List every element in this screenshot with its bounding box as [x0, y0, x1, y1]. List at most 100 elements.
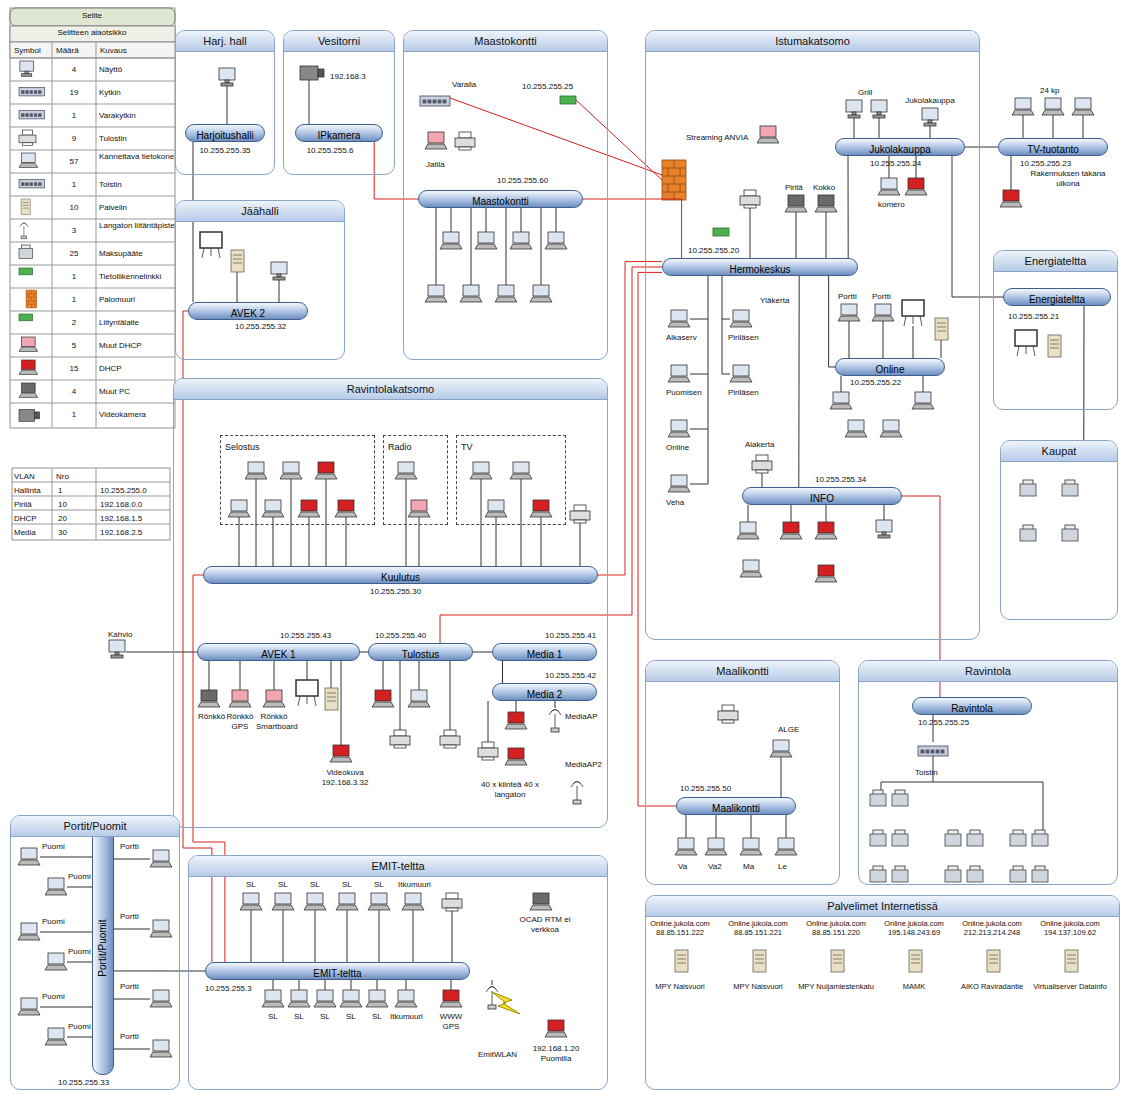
icon-part: [530, 297, 552, 302]
icon-part: [460, 297, 482, 302]
device-label: Streaming ANVIA: [686, 133, 748, 143]
pos-icon: [1010, 830, 1026, 846]
device-label: Online.jukola.com 195.148.243.69: [876, 919, 952, 937]
network-link: [583, 199, 682, 258]
icon-part: [317, 990, 333, 1001]
legend-text: Varakytkin: [99, 111, 175, 121]
legend-text: Toistin: [99, 180, 175, 190]
icon-part: [228, 512, 250, 517]
laptop-icon: [485, 500, 507, 517]
icon-part: [475, 244, 497, 249]
laptop-icon: [912, 392, 934, 409]
device-label: Va: [678, 862, 687, 872]
icon-part: [904, 316, 922, 326]
pc-icon: [922, 108, 938, 126]
icon-part: [740, 850, 762, 855]
icon-part: [21, 848, 37, 859]
laptop-icon: [905, 178, 927, 195]
device-label: AIKO Raviradantie: [954, 982, 1030, 991]
icon-part: [150, 932, 172, 937]
laptop-icon: [545, 1020, 567, 1037]
legend-text: Palvelin: [99, 203, 175, 213]
icon-part: [327, 693, 336, 701]
device-wire: [256, 479, 257, 566]
srv-icon: [231, 250, 244, 272]
device-label: Grill: [858, 88, 872, 98]
laptop-icon: [545, 232, 567, 249]
device-wire: [486, 208, 487, 232]
icon-part: [366, 1002, 388, 1007]
laptop-icon: [530, 893, 552, 910]
pos-icon: [870, 830, 886, 846]
icon-part: [443, 100, 446, 103]
icon-part: [551, 728, 559, 732]
switch-bar: INFO: [742, 487, 902, 505]
icon-part: [775, 850, 797, 855]
icon-part: [945, 834, 961, 846]
laptop-icon: [19, 153, 38, 167]
icon-part: [482, 742, 494, 748]
sw-icon: [19, 179, 45, 188]
device-wire: [436, 208, 437, 285]
device-label: 10.255.255.25: [522, 82, 573, 92]
area-box: Palvelimet Internetissä: [645, 895, 1120, 1090]
icon-part: [369, 990, 385, 1001]
device-wire: [750, 208, 751, 258]
network-link: [473, 652, 492, 653]
laptop-icon: [1042, 98, 1064, 115]
switch-bar: Harjoitushalli: [185, 124, 265, 142]
node-label: EMIT-teltta: [313, 966, 361, 982]
device-wire: [854, 118, 855, 138]
icon-part: [330, 757, 352, 762]
device-label: 10.255.255.21: [1008, 312, 1059, 322]
ap-icon: [571, 782, 583, 805]
laptop-icon: [425, 285, 447, 302]
legend-colheader: [10, 42, 175, 58]
icon-part: [708, 838, 724, 849]
icon-part: [756, 455, 768, 461]
icon-part: [937, 323, 946, 331]
device-wire: [451, 208, 452, 232]
device-wire: [114, 999, 150, 1000]
device-label: SL: [320, 1012, 330, 1022]
icon-part: [298, 696, 316, 706]
device-wire: [580, 523, 581, 566]
icon-part: [909, 950, 922, 972]
icon-part: [780, 534, 802, 539]
network-link: [502, 661, 503, 683]
icon-part: [115, 652, 119, 655]
icon-part: [555, 714, 556, 728]
laptop-icon: [740, 560, 762, 577]
node-label: Jukolakauppa: [869, 142, 931, 158]
icon-part: [1067, 955, 1076, 963]
device-wire: [377, 980, 378, 990]
device-label: Portti: [120, 1032, 139, 1042]
area-box: Portit/PuomitPortit/Puomit: [10, 815, 180, 1090]
device-label: SL: [374, 880, 384, 890]
network-link: [829, 276, 835, 367]
icon-part: [533, 500, 549, 511]
table-cell: 19: [54, 88, 94, 98]
device-label: Rönkkö Smartboard: [256, 712, 292, 731]
icon-part: [34, 183, 37, 186]
device-wire: [841, 376, 842, 392]
icon-part: [892, 870, 908, 882]
table-rule: [10, 127, 175, 128]
device-wire: [114, 929, 150, 930]
area-box: Kaupat: [1000, 440, 1118, 620]
icon-part: [340, 1002, 362, 1007]
switch-bar: AVEK 1: [197, 643, 360, 661]
icon-part: [19, 135, 36, 143]
icon-part: [394, 730, 406, 736]
icon-part: [737, 534, 759, 539]
laptop-icon: [880, 420, 902, 437]
device-wire: [748, 505, 749, 522]
icon-part: [470, 474, 492, 479]
area-title: Maastokontti: [404, 31, 607, 52]
node-label: Radio: [384, 440, 416, 454]
table-rule: [10, 81, 175, 82]
device-wire: [923, 376, 924, 392]
lnk-icon: [19, 314, 33, 321]
